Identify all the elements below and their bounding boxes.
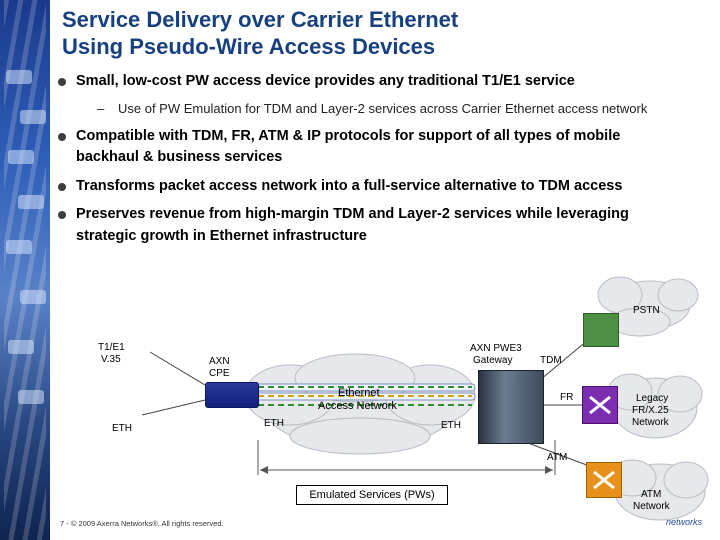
- bullet-dot: [58, 211, 66, 219]
- bullet-2-line-2: backhaul & business services: [76, 149, 283, 165]
- title-line-1: Service Delivery over Carrier Ethernet: [62, 7, 459, 32]
- axn-cpe-device: [205, 382, 259, 408]
- t1e1-label: T1/E1: [98, 342, 125, 353]
- atm-switch-icon: [586, 462, 622, 498]
- atm-network-label-1: ATM: [641, 489, 662, 500]
- bullet-dot: [58, 133, 66, 141]
- bullet-4-line-2: strategic growth in Ethernet infrastruct…: [76, 228, 367, 244]
- bullet-4-line-1: Preserves revenue from high-margin TDM a…: [76, 206, 629, 222]
- gateway-label-1: AXN PWE3: [470, 343, 522, 354]
- bullet-dot: [58, 78, 66, 86]
- eth-mid-left-label: ETH: [264, 418, 284, 429]
- decorative-keyboard-strip: [0, 0, 50, 540]
- slide-title: Service Delivery over Carrier Ethernet U…: [62, 6, 458, 60]
- fr-label: FR: [560, 392, 574, 403]
- bullet-3: Transforms packet access network into a …: [76, 178, 623, 194]
- sub-dash: –: [97, 101, 105, 116]
- company-logo: networks: [665, 517, 702, 527]
- legacy-label-2: FR/X.25: [632, 405, 669, 416]
- pstn-switch: [583, 313, 619, 347]
- axn-cpe-label-2: CPE: [209, 368, 230, 379]
- v35-label: V.35: [101, 354, 121, 365]
- bullet-1: Small, low-cost PW access device provide…: [76, 73, 575, 89]
- pstn-label: PSTN: [633, 305, 660, 316]
- pstn-cloud: [597, 276, 699, 337]
- ethernet-label-1: Ethernet: [338, 387, 380, 399]
- fr-switch-icon: [582, 386, 618, 424]
- bullet-2-line-1: Compatible with TDM, FR, ATM & IP protoc…: [76, 128, 621, 144]
- emulated-services-box: Emulated Services (PWs): [296, 485, 448, 505]
- title-line-2: Using Pseudo-Wire Access Devices: [62, 34, 436, 59]
- atm-label: ATM: [547, 452, 568, 463]
- bullet-dot: [58, 183, 66, 191]
- legacy-cloud: [607, 373, 703, 439]
- axn-gateway-rack: [478, 370, 544, 444]
- sub-bullet: Use of PW Emulation for TDM and Layer-2 …: [118, 101, 648, 116]
- gateway-label-2: Gateway: [473, 355, 513, 366]
- axn-cpe-label-1: AXN: [209, 356, 230, 367]
- footer-copyright: 7 - © 2009 Axerra Networks®. All rights …: [60, 519, 224, 528]
- eth-mid-right-label: ETH: [441, 420, 461, 431]
- tdm-label: TDM: [540, 355, 562, 366]
- ethernet-label-2: Access Network: [318, 400, 397, 412]
- atm-network-label-2: Network: [633, 501, 670, 512]
- legacy-label-1: Legacy: [636, 393, 669, 404]
- legacy-label-3: Network: [632, 417, 669, 428]
- eth-left-label: ETH: [112, 423, 132, 434]
